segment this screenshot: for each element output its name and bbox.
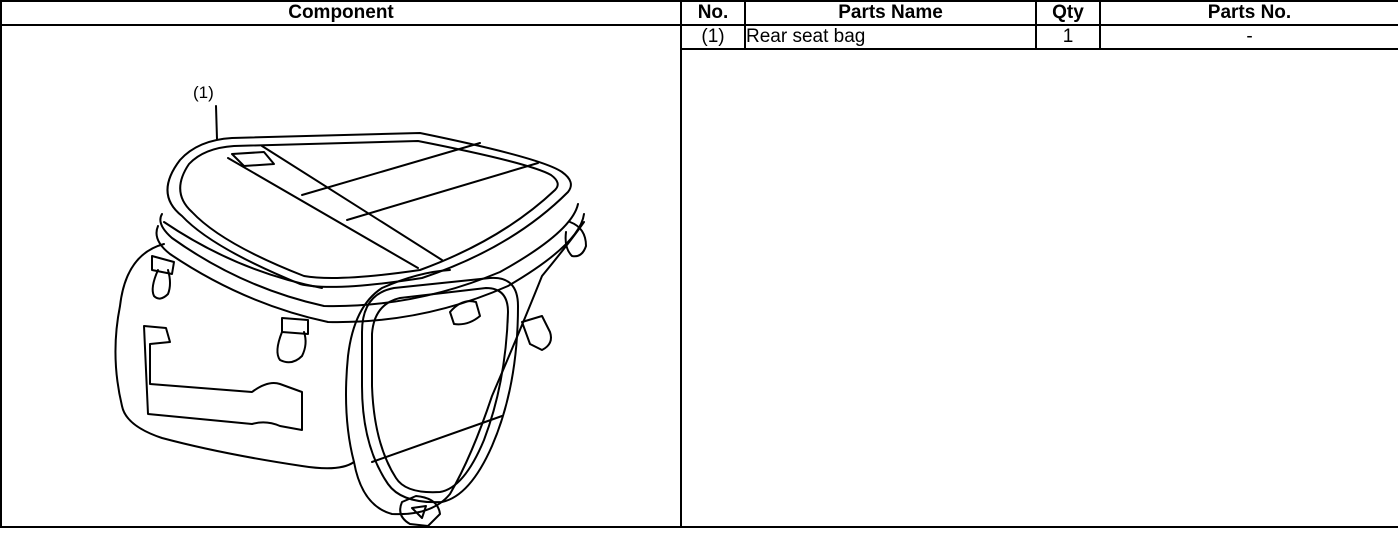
- component-figure: (1): [2, 26, 680, 526]
- header-qty: Qty: [1035, 0, 1101, 26]
- header-parts-name: Parts Name: [744, 0, 1037, 26]
- parts-table: Component No. Parts Name Qty Parts No. (…: [0, 0, 1398, 528]
- header-no: No.: [680, 0, 746, 26]
- table-row: (1): [0, 23, 1398, 528]
- rear-seat-bag-illustration-icon: [114, 105, 587, 526]
- table-header-row: Component No. Parts Name Qty Parts No.: [0, 0, 1398, 26]
- row-parts-name: Rear seat bag: [744, 23, 1037, 51]
- header-component: Component: [0, 0, 682, 26]
- row-parts-no: -: [1099, 23, 1398, 51]
- header-parts-no: Parts No.: [1099, 0, 1398, 26]
- component-cell: (1): [0, 24, 682, 528]
- blank-area: [680, 48, 1398, 528]
- blank-area-row: [1, 48, 1398, 528]
- row-qty: 1: [1035, 23, 1101, 51]
- callout-label: (1): [193, 83, 214, 102]
- row-no: (1): [680, 23, 746, 51]
